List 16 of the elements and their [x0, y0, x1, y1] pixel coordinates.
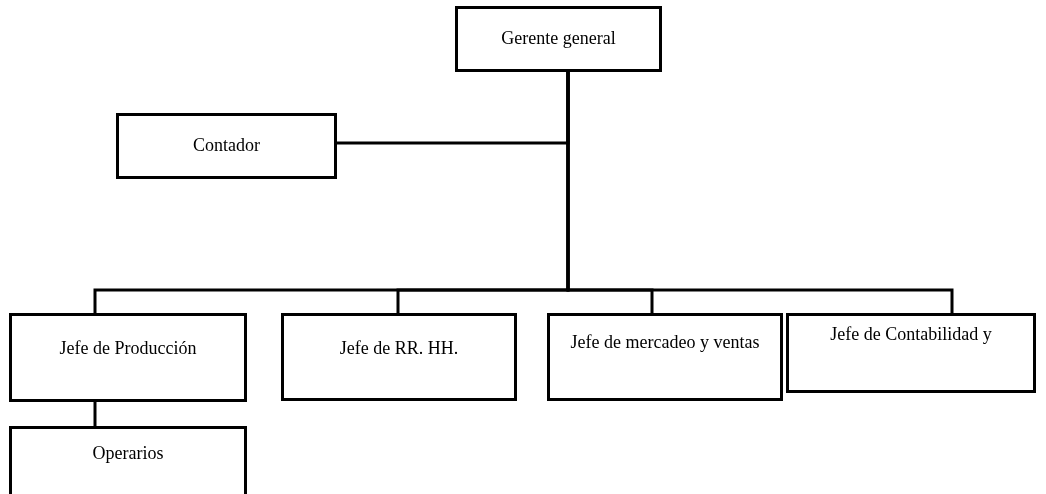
org-box: [455, 6, 662, 72]
connector-line: [93, 402, 97, 426]
role-label: Jefe de RR. HH.: [339, 338, 459, 360]
org-box: [786, 313, 1036, 393]
connector-line: [566, 72, 954, 313]
role-label: Jefe de mercadeo y ventas: [570, 332, 760, 354]
org-box: [9, 426, 247, 494]
role-label: Gerente general: [501, 28, 616, 50]
role-label: Contador: [193, 135, 260, 157]
org-box: [547, 313, 783, 401]
org-box: [9, 313, 247, 402]
role-label: Jefe de Producción: [59, 338, 197, 360]
role-label: Jefe de Contabilidad y: [830, 324, 992, 346]
role-label: Operarios: [92, 443, 164, 465]
org-box: [281, 313, 517, 401]
org-box: [116, 113, 337, 179]
